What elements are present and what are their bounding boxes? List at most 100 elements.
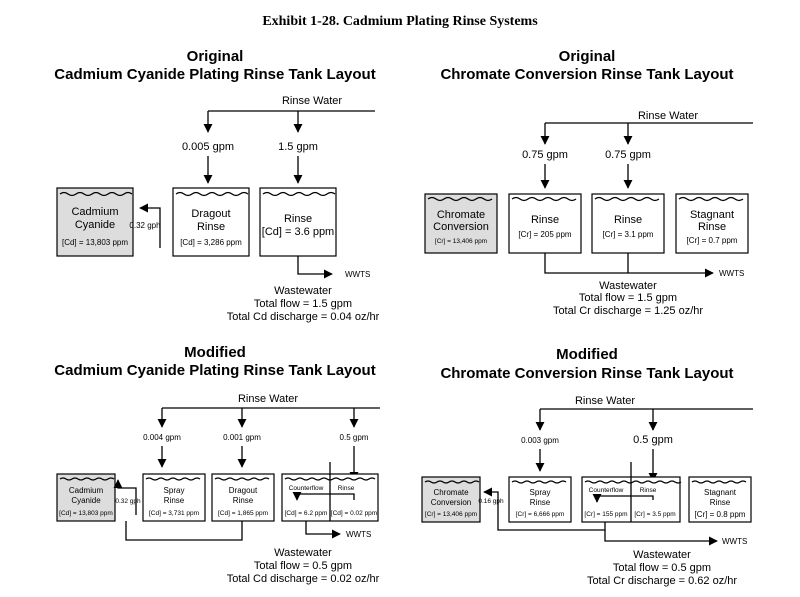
wastewater-label: Wastewater — [633, 549, 691, 561]
tank-stagnant-rinse — [675, 193, 749, 254]
tank-name: Stagnant — [690, 209, 734, 221]
tank-name: Rinse — [530, 498, 551, 507]
rinse-water-label: Rinse Water — [575, 395, 635, 407]
tank-name: Cadmium — [69, 486, 104, 495]
tank-name: Chromate — [433, 488, 469, 497]
flow-rate: 0.5 gpm — [340, 433, 369, 442]
tank-concentration: [Cd] = 3,286 ppm — [180, 238, 242, 247]
wastewater-arrow — [604, 530, 718, 546]
tank-concentration: [Cd] = 3.6 ppm — [262, 226, 334, 238]
rinse-concentration: [Cd] = 0.02 ppm — [331, 510, 377, 517]
panel-title: Chromate Conversion Rinse Tank Layout — [440, 66, 733, 83]
tank-concentration: [Cd] = 3,731 ppm — [149, 510, 199, 517]
tank-name: Cyanide — [75, 219, 115, 231]
dragout-return-arrow — [113, 479, 137, 515]
tank-concentration: [Cr] = 0.7 ppm — [687, 236, 738, 245]
tank-name: Rinse — [531, 214, 559, 226]
panel-title: Cadmium Cyanide Plating Rinse Tank Layou… — [54, 362, 375, 379]
panel-original-chromate: Original Chromate Conversion Rinse Tank … — [424, 48, 753, 317]
liquid-surface — [594, 196, 660, 202]
tank-concentration: [Cr] = 13,406 ppm — [425, 511, 477, 518]
liquid-surface — [424, 480, 480, 484]
counterflow-concentration: [Cr] = 155 ppm — [584, 511, 627, 518]
liquid-surface — [511, 480, 567, 484]
counterflow-arrow — [592, 493, 654, 503]
dragout-return-arrow — [139, 203, 161, 248]
tank-spray-rinse — [142, 473, 206, 522]
rinse-concentration: [Cr] = 3.5 ppm — [634, 511, 675, 518]
counterflow-arrow — [292, 491, 355, 501]
rinse-label: Rinse — [640, 487, 657, 494]
panel-original-cadmium: Original Cadmium Cyanide Plating Rinse T… — [54, 48, 379, 323]
panel-title: Cadmium Cyanide Plating Rinse Tank Layou… — [54, 66, 375, 83]
tank-spray-rinse — [508, 476, 572, 523]
wastewater-arrow — [297, 256, 333, 279]
flow-rate: 0.75 gpm — [522, 149, 568, 161]
total-discharge: Total Cd discharge = 0.02 oz/hr — [227, 573, 380, 585]
tank-cadmium-cyanide — [56, 187, 134, 257]
counterflow-label: Counterflow — [289, 485, 324, 492]
flow-rate: 0.004 gpm — [143, 433, 181, 442]
tank-concentration: [Cr] = 6,666 ppm — [516, 511, 565, 518]
tank-concentration: [Cd] = 13,803 ppm — [59, 510, 113, 517]
liquid-surface — [59, 477, 115, 481]
tank-name: Rinse — [284, 213, 312, 225]
total-discharge: Total Cr discharge = 0.62 oz/hr — [587, 575, 737, 587]
rinse-water-label: Rinse Water — [238, 393, 298, 405]
total-discharge: Total Cd discharge = 0.04 oz/hr — [227, 311, 380, 323]
tank-name: Chromate — [437, 209, 485, 221]
total-discharge: Total Cr discharge = 1.25 oz/hr — [553, 305, 703, 317]
tank-name: Rinse — [164, 496, 185, 505]
tank-concentration: [Cd] = 13,803 ppm — [62, 238, 128, 247]
wastewater-label: Wastewater — [274, 547, 332, 559]
flow-rate: 0.005 gpm — [182, 141, 234, 153]
tank-concentration: [Cr] = 13,406 ppm — [435, 238, 487, 245]
counterflow-label: Counterflow — [589, 487, 624, 494]
rinse-water-label: Rinse Water — [282, 95, 342, 107]
tank-name: Spray — [164, 486, 185, 495]
tank-name: Conversion — [431, 498, 471, 507]
flow-rate: 0.75 gpm — [605, 149, 651, 161]
wastewater-arrow — [305, 521, 341, 539]
dragout-flow-rate: 0.32 gph — [129, 221, 160, 230]
tank-chromate-conversion — [424, 193, 498, 254]
liquid-surface — [59, 191, 133, 197]
tank-rinse — [259, 187, 337, 257]
total-flow: Total flow = 0.5 gpm — [254, 560, 352, 572]
liquid-surface — [511, 196, 577, 202]
rinse-water-label: Rinse Water — [638, 110, 698, 122]
tank-concentration: [Cr] = 0.8 ppm — [695, 510, 746, 519]
rinse-label: Rinse — [338, 485, 355, 492]
liquid-surface — [691, 480, 747, 484]
panel-title: Chromate Conversion Rinse Tank Layout — [440, 365, 733, 382]
tank-name: Stagnant — [704, 488, 737, 497]
panel-title-status: Original — [187, 48, 244, 65]
wwts-label: WWTS — [346, 530, 371, 539]
dragout-flow-rate: 0.32 gph — [115, 498, 141, 505]
panel-modified-chromate: Modified Chromate Conversion Rinse Tank … — [421, 346, 753, 587]
tank-name: Dragout — [229, 486, 258, 495]
panel-title-status: Modified — [184, 344, 246, 361]
flow-rate: 1.5 gpm — [278, 141, 318, 153]
tank-name: Rinse — [197, 221, 225, 233]
liquid-surface — [145, 477, 201, 481]
total-flow: Total flow = 0.5 gpm — [613, 562, 711, 574]
tank-name: Conversion — [433, 221, 489, 233]
counterflow-concentration: [Cd] = 6.2 ppm — [285, 510, 328, 517]
total-flow: Total flow = 1.5 gpm — [254, 298, 352, 310]
wwts-label: WWTS — [719, 269, 744, 278]
tank-name: Rinse — [698, 221, 726, 233]
panel-title-status: Modified — [556, 346, 618, 363]
flow-rate: 0.5 gpm — [633, 434, 673, 446]
tank-concentration: [Cr] = 205 ppm — [518, 230, 571, 239]
tank-name: Spray — [530, 488, 551, 497]
tank-cadmium-cyanide — [56, 473, 116, 522]
return-loop-line — [497, 518, 606, 531]
liquid-surface — [427, 196, 493, 202]
flow-rate: 0.001 gpm — [223, 433, 261, 442]
wastewater-arrow — [544, 253, 714, 278]
dragout-return-arrow — [483, 487, 499, 518]
flow-rate: 0.003 gpm — [521, 436, 559, 445]
wastewater-label: Wastewater — [274, 285, 332, 297]
panel-modified-cadmium: Modified Cadmium Cyanide Plating Rinse T… — [54, 344, 380, 585]
